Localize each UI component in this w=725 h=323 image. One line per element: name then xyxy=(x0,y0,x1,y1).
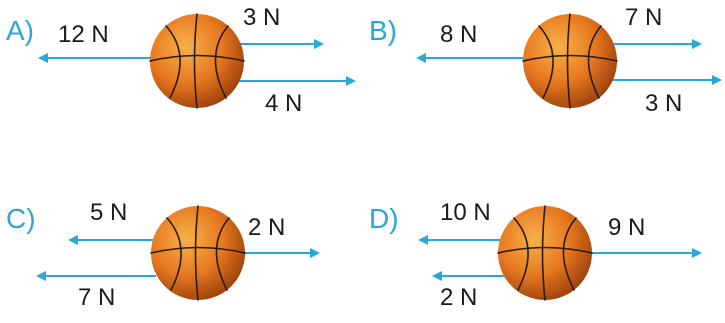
option-c-left-force-arrow-upper xyxy=(68,235,156,245)
option-d-right-force-arrow xyxy=(590,248,702,258)
option-d-left-force-label-lower: 2 N xyxy=(440,284,477,311)
basketball-icon xyxy=(522,13,618,109)
basketball-icon xyxy=(149,13,245,109)
option-d[interactable]: D) 10 N 2 N 9 N xyxy=(369,199,702,311)
option-b-right-force-label-lower: 3 N xyxy=(645,90,682,117)
basketball-icon xyxy=(150,205,246,301)
option-c-letter: C) xyxy=(6,203,36,234)
option-c-left-force-label-upper: 5 N xyxy=(90,199,127,226)
option-a-letter: A) xyxy=(6,15,34,46)
option-b-right-force-arrow-lower xyxy=(608,75,722,85)
option-a-left-force-arrow xyxy=(38,53,154,63)
option-b-right-force-arrow-upper xyxy=(608,39,702,49)
option-a-left-force-label: 12 N xyxy=(58,21,109,48)
option-d-left-force-label-upper: 10 N xyxy=(440,199,491,226)
option-c-right-force-arrow xyxy=(238,248,320,258)
option-c-left-force-arrow-lower xyxy=(36,271,156,281)
option-d-right-force-label: 9 N xyxy=(608,214,645,241)
option-a[interactable]: A) 12 N 3 N 4 N xyxy=(6,4,356,117)
option-b-left-force-label: 8 N xyxy=(440,21,477,48)
option-c-right-force-label: 2 N xyxy=(248,214,285,241)
option-d-left-force-arrow-lower xyxy=(432,271,506,281)
option-a-right-force-arrow-upper xyxy=(236,39,324,49)
option-d-letter: D) xyxy=(369,203,399,234)
basketball-icon xyxy=(497,205,593,301)
option-c-left-force-label-lower: 7 N xyxy=(78,284,115,311)
option-a-right-force-label-upper: 3 N xyxy=(243,4,280,31)
option-b[interactable]: B) 8 N 7 N 3 N xyxy=(369,4,722,117)
option-a-right-force-arrow-lower xyxy=(236,76,356,86)
option-c[interactable]: C) 5 N 7 N 2 N xyxy=(6,199,320,311)
option-b-letter: B) xyxy=(369,15,397,46)
option-a-right-force-label-lower: 4 N xyxy=(265,90,302,117)
option-b-left-force-arrow xyxy=(416,53,528,63)
option-d-left-force-arrow-upper xyxy=(418,235,506,245)
option-b-right-force-label-upper: 7 N xyxy=(625,4,662,31)
